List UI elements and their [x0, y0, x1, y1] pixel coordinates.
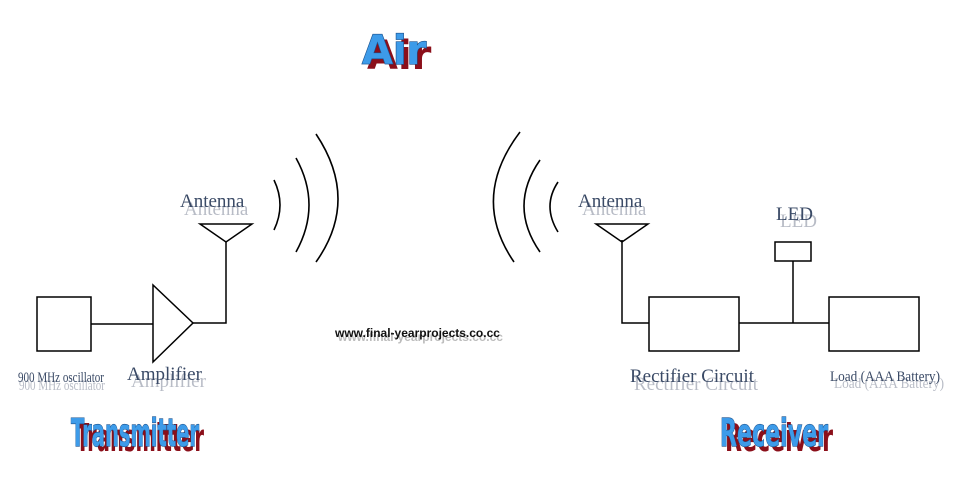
svg-text:Transmitter: Transmitter	[76, 416, 204, 460]
load-label: Load (AAA Battery) Load (AAA Battery)	[830, 369, 944, 392]
svg-text:Antenna: Antenna	[582, 199, 647, 220]
svg-text:www.final-yearprojects.co.cc: www.final-yearprojects.co.cc	[337, 330, 503, 344]
led-label: LED LED	[776, 204, 817, 232]
svg-text:Receiver: Receiver	[725, 416, 833, 460]
svg-text:Receiver: Receiver	[720, 411, 828, 455]
load-block	[828, 296, 920, 352]
svg-text:Antenna: Antenna	[180, 191, 245, 212]
oscillator-block	[36, 296, 92, 352]
tx-wave-2	[295, 157, 310, 253]
rectifier-label: Rectifier Circuit Rectifier Circuit	[630, 366, 759, 395]
svg-text:www.final-yearprojects.co.cc: www.final-yearprojects.co.cc	[334, 326, 500, 340]
svg-text:Rectifier Circuit: Rectifier Circuit	[634, 374, 759, 395]
svg-text:Air: Air	[367, 33, 432, 79]
svg-text:Load (AAA Battery): Load (AAA Battery)	[834, 376, 944, 392]
rx-wave-1	[549, 181, 559, 233]
svg-text:Antenna: Antenna	[578, 191, 643, 212]
tx-antenna-label: Antenna Antenna	[180, 191, 249, 220]
svg-text:900 MHz oscillator: 900 MHz oscillator	[19, 378, 105, 394]
svg-text:Amplifier: Amplifier	[127, 364, 203, 385]
rx-wave-2	[523, 159, 541, 253]
svg-text:Air: Air	[362, 28, 427, 74]
svg-text:LED: LED	[776, 204, 813, 225]
tx-wave-1	[273, 179, 281, 231]
led-block	[774, 241, 812, 262]
svg-text:900 MHz oscillator: 900 MHz oscillator	[18, 370, 104, 386]
transmitter-title: Transmitter Transmitter	[70, 410, 204, 460]
rx-wave-3	[492, 131, 521, 263]
receiver-title: Receiver Receiver	[719, 410, 833, 460]
watermark-url: www.final-yearprojects.co.cc www.final-y…	[334, 326, 503, 344]
svg-text:Transmitter: Transmitter	[71, 411, 199, 455]
antenna-to-rectifier-wire	[621, 240, 649, 324]
svg-text:Rectifier Circuit: Rectifier Circuit	[630, 366, 755, 387]
svg-text:Amplifier: Amplifier	[131, 371, 207, 392]
svg-text:Load (AAA Battery): Load (AAA Battery)	[830, 369, 940, 385]
air-title: Air Air	[361, 27, 432, 79]
tx-radio-waves	[273, 133, 339, 263]
amplifier-label: Amplifier Amplifier	[127, 364, 207, 392]
svg-text:Antenna: Antenna	[184, 199, 249, 220]
rx-antenna-label: Antenna Antenna	[578, 191, 647, 220]
rx-radio-waves	[492, 131, 559, 263]
svg-text:LED: LED	[780, 211, 817, 232]
tx-antenna-symbol	[197, 223, 255, 243]
tx-wave-3	[315, 133, 339, 263]
rx-antenna-symbol	[593, 223, 651, 243]
rectifier-block	[648, 296, 740, 352]
amplifier-symbol	[152, 283, 195, 364]
oscillator-label: 900 MHz oscillator 900 MHz oscillator	[18, 370, 105, 394]
amp-to-antenna-wire	[193, 240, 227, 324]
